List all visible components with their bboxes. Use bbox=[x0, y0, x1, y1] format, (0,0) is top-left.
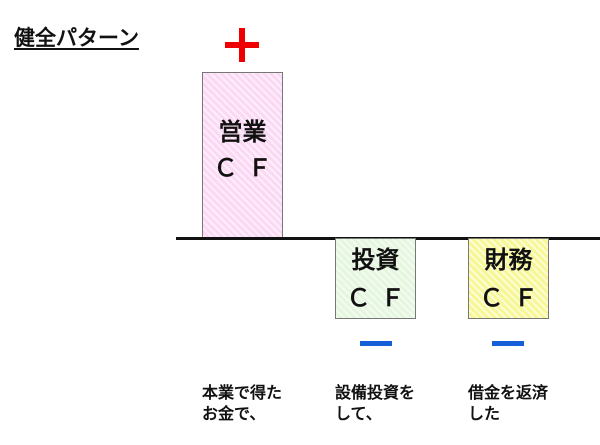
financing-cf-abbr: ＣＦ bbox=[479, 284, 548, 312]
financing-note-line1: 借金を返済 bbox=[468, 383, 549, 402]
operating-note-line2: お金で、 bbox=[202, 404, 266, 423]
plus-vertical-bar bbox=[239, 28, 245, 62]
operating-cf-box: 営業 ＣＦ bbox=[202, 72, 283, 238]
investing-note-line2: して、 bbox=[335, 404, 382, 423]
operating-note-line1: 本業で得た bbox=[202, 383, 283, 402]
financing-minus-icon bbox=[492, 341, 524, 346]
investing-note-line1: 設備投資を bbox=[335, 383, 416, 402]
financing-note: 借金を返済 した bbox=[468, 382, 548, 424]
financing-cf-label: 財務 bbox=[484, 246, 533, 274]
investing-note: 設備投資を して、 bbox=[335, 382, 415, 424]
financing-cf-box: 財務 ＣＦ bbox=[468, 238, 549, 319]
investing-cf-box: 投資 ＣＦ bbox=[335, 238, 416, 319]
plus-icon bbox=[225, 28, 259, 62]
operating-cf-abbr: ＣＦ bbox=[213, 154, 282, 182]
investing-minus-icon bbox=[360, 341, 392, 346]
investing-cf-abbr: ＣＦ bbox=[346, 284, 415, 312]
financing-note-line2: した bbox=[468, 404, 501, 423]
page-title: 健全パターン bbox=[14, 26, 139, 50]
operating-cf-label: 営業 bbox=[218, 118, 267, 146]
investing-cf-label: 投資 bbox=[351, 246, 400, 274]
operating-note: 本業で得た お金で、 bbox=[202, 382, 282, 424]
